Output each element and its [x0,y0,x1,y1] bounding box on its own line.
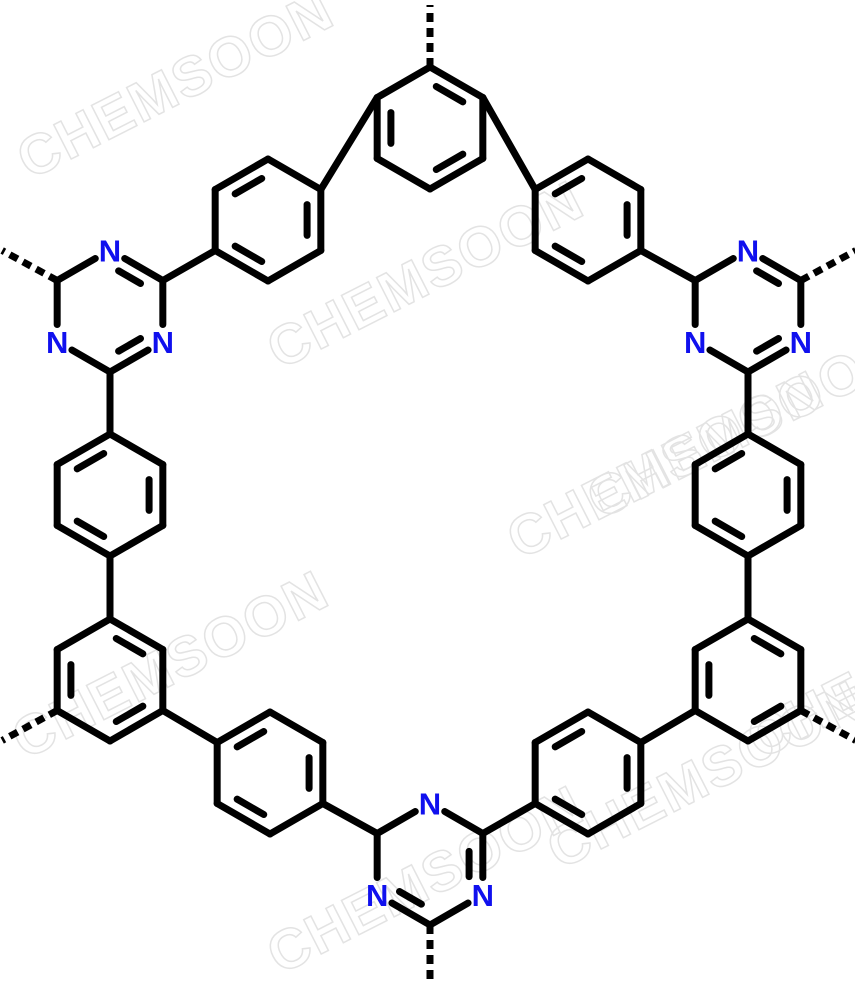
nitrogen-atom-label: N [419,787,441,822]
atom-label-layer: N N N N N N N N N [46,234,812,914]
biaryl-bond [479,94,539,193]
aryl-triazine-bond [159,247,219,284]
phenylene-top-left-bond [211,155,272,193]
phenylene-left-double-bond [73,449,108,473]
triazine-left-double-bond [115,267,144,287]
phenylene-top-right-bond [531,247,592,285]
phenylene-right-bond [744,522,805,560]
phenylene-top-right-double-bond [551,242,586,266]
triazine-bottom-bond [373,808,419,837]
phenylene-left-bond [106,430,167,468]
central-benzene-top-double-bond [432,82,467,106]
bond-layer [0,5,855,985]
phenylene-top-right-bond [584,155,645,193]
nitrogen-atom-label: N [46,325,68,360]
central-benzene-right-bond [744,707,805,745]
nitrogen-atom-label: N [737,234,759,269]
biaryl-bond [159,707,221,746]
triazine-bottom-double-bond [396,888,425,908]
nitrogen-atom-label: N [472,878,494,913]
biaryl-bond [637,707,699,746]
phenylene-left-double-bond [73,517,108,541]
phenylene-top-left-double-bond [231,174,266,198]
phenylene-bottom-left-bond [266,708,327,746]
extension-dashed-bond [799,247,855,284]
phenylene-bottom-left-bond [266,800,327,838]
phenylene-bottom-left-bond [213,708,274,746]
central-benzene-top-bond [373,63,434,101]
aryl-triazine-bond [479,800,539,837]
phenylene-top-right-bond [531,155,592,193]
phenylene-bottom-left-bond [213,800,274,838]
aryl-triazine-bond [637,247,699,284]
phenylene-left-bond [106,522,167,560]
triazine-left-bond [68,346,114,376]
central-benzene-left-double-bond [112,634,147,658]
extension-dashed-bond [799,707,855,744]
central-benzene-right-double-bond [750,702,785,726]
triazine-right-bond [744,346,790,376]
phenylene-left-bond [53,522,114,560]
phenylene-top-left-bond [264,247,325,285]
phenylene-top-left-bond [211,247,272,285]
extension-dashed-bond [0,247,59,284]
triazine-right-bond [706,346,752,376]
central-benzene-top-double-bond [432,150,467,174]
phenylene-top-right-bond [584,247,645,285]
phenylene-bottom-right-bond [584,800,645,838]
central-benzene-top-bond [426,155,487,193]
watermark-text: CHEMSOON [257,168,594,381]
phenylene-left-bond [53,430,114,468]
phenylene-right-bond [691,430,752,468]
nitrogen-atom-label: N [99,234,121,269]
phenylene-right-bond [744,430,805,468]
central-benzene-top-bond [426,63,487,101]
central-benzene-left-double-bond [112,702,147,726]
phenylene-right-bond [691,522,752,560]
phenylene-bottom-right-double-bond [551,795,586,819]
nitrogen-atom-label: N [684,325,706,360]
aryl-triazine-bond [319,800,381,837]
central-benzene-left-bond [106,615,167,653]
triazine-right-bond [691,255,737,284]
triazine-bottom-bond [441,808,487,837]
phenylene-top-left-double-bond [231,242,266,266]
central-benzene-right-bond [691,615,752,653]
central-benzene-right-bond [691,707,752,745]
central-benzene-right-double-bond [750,634,785,658]
phenylene-top-left-bond [264,155,325,193]
phenylene-right-double-bond [711,449,746,473]
triazine-bottom-bond [388,899,434,929]
phenylene-bottom-left-double-bond [233,795,268,819]
phenylene-bottom-right-bond [531,800,592,838]
triazine-right-double-bond [753,267,782,287]
phenylene-bottom-right-bond [584,708,645,746]
nitrogen-atom-label: N [366,878,388,913]
triazine-bottom-bond [426,899,472,929]
central-benzene-top-bond [373,155,434,193]
phenylene-right-double-bond [711,517,746,541]
central-benzene-right-bond [744,615,805,653]
triazine-right-double-bond [753,335,782,355]
triazine-left-double-bond [115,335,144,355]
central-benzene-left-bond [53,707,114,745]
watermark-text: CHEMSOON [7,0,344,191]
triazine-left-bond [106,346,152,376]
biaryl-bond [317,94,381,193]
nitrogen-atom-label: N [152,325,174,360]
nitrogen-atom-label: N [790,325,812,360]
phenylene-bottom-left-double-bond [233,727,268,751]
central-benzene-left-bond [53,615,114,653]
phenylene-bottom-right-bond [531,708,592,746]
phenylene-bottom-right-double-bond [551,727,586,751]
triazine-left-bond [53,255,99,284]
triazine-right-bond [759,255,805,284]
extension-dashed-bond [0,707,59,744]
watermark-text: CHEMSOON [2,558,339,771]
phenylene-top-right-double-bond [551,174,586,198]
triazine-left-bond [121,255,167,284]
central-benzene-left-bond [106,707,167,745]
